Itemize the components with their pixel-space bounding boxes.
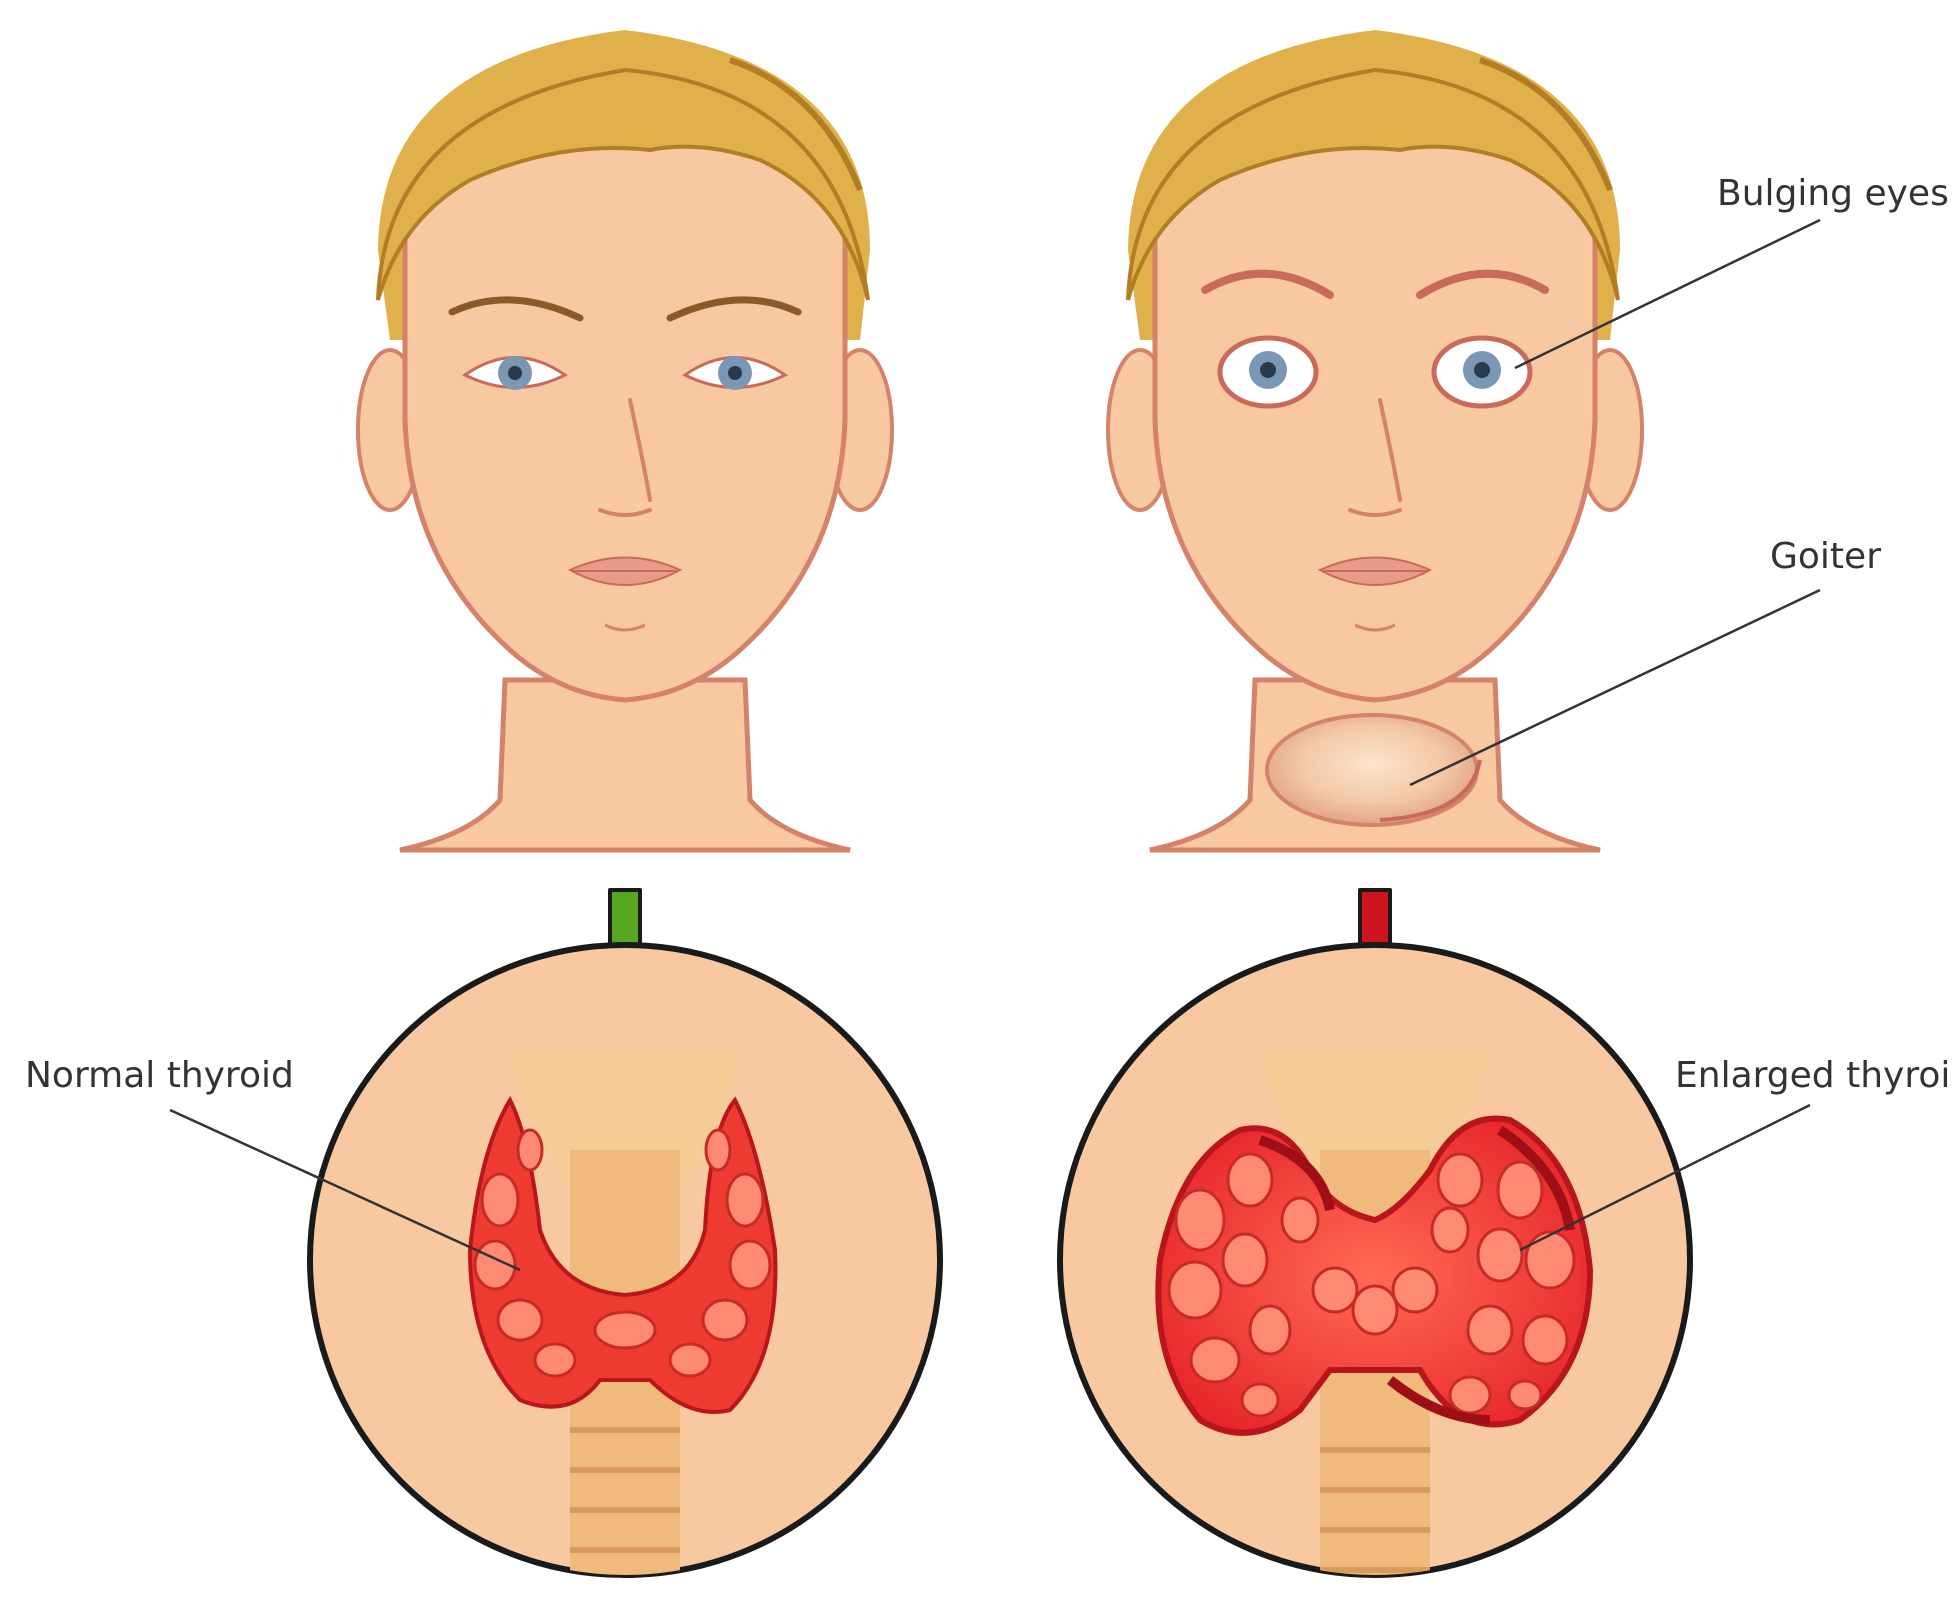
goiter-label: Goiter xyxy=(1770,536,1881,577)
enlarged-thyroid-inset xyxy=(1060,945,1690,1590)
normal-thyroid-label: Normal thyroid xyxy=(25,1055,294,1096)
normal-face xyxy=(358,30,892,850)
goiter-bulge xyxy=(1267,715,1477,825)
normal-thyroid-inset xyxy=(310,945,940,1590)
enlarged-thyroid-label: Enlarged thyroi xyxy=(1675,1055,1950,1096)
bulging-eyes-label: Bulging eyes xyxy=(1717,173,1949,214)
hyperthyroid-face xyxy=(1108,30,1642,850)
